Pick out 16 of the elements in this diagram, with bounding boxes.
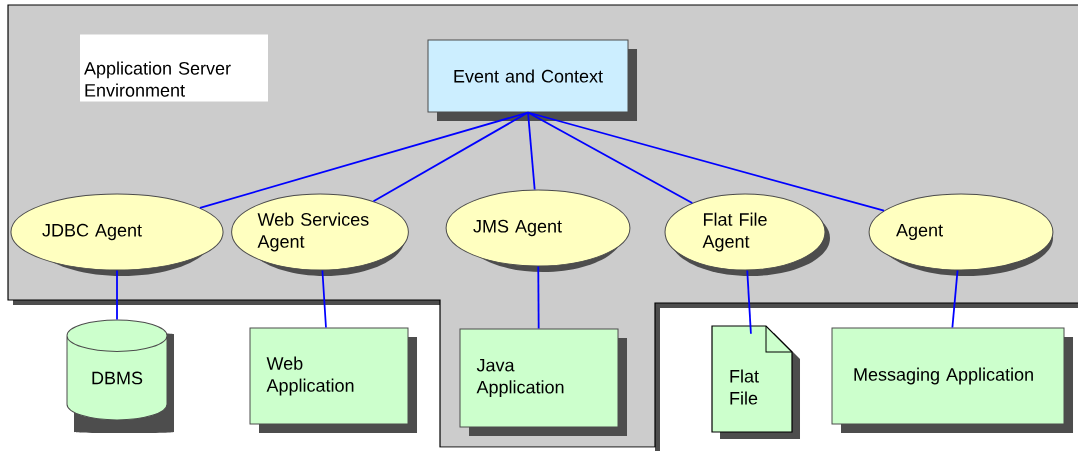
connector-line <box>951 269 959 329</box>
connector-line <box>527 111 536 191</box>
connector-line <box>746 269 752 335</box>
database-cylinder: DBMS <box>66 319 174 434</box>
application-box: Java Application <box>459 328 627 436</box>
connector-line <box>116 269 118 321</box>
application-box: Messaging Application <box>831 327 1073 433</box>
connector-line <box>537 265 540 330</box>
connector-line <box>527 111 694 204</box>
process-box: Event and Context <box>427 39 637 121</box>
connector-line <box>372 111 529 203</box>
file-document: Flat File <box>711 325 800 439</box>
connector-line <box>199 111 529 209</box>
connector-line <box>527 111 885 212</box>
connector-line <box>321 269 327 329</box>
application-box: Web Application <box>249 327 417 433</box>
